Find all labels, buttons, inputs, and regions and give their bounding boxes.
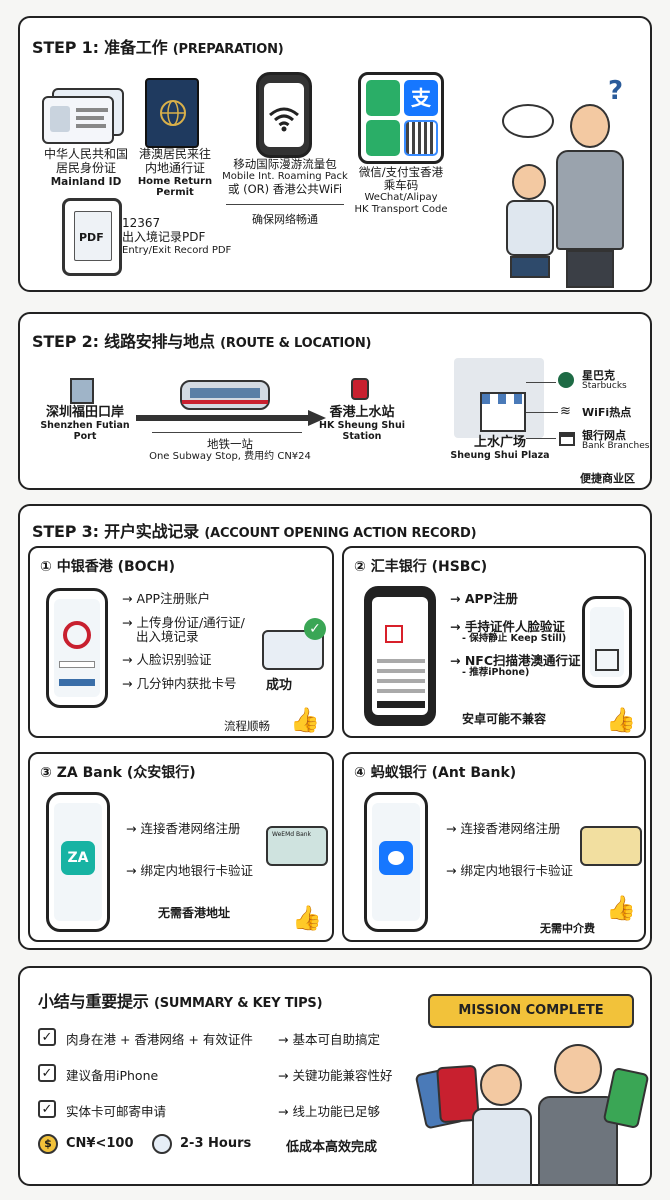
ant-note: 无需中介费 [540,922,595,935]
boch-success: 成功 [266,678,293,693]
station-icon [351,378,369,400]
qr-code-icon [404,120,438,156]
hsbc-logo-icon [385,625,403,643]
summary-item-1: ✓ 肉身在港 + 香港网络 + 有效证件 → 基本可自助搞定 [38,1028,418,1050]
summary-item-3: ✓ 实体卡可邮寄申请 → 线上功能已足够 [38,1100,418,1122]
za-step-1: → 连接香港网络注册 [126,821,241,836]
coin-icon: $ [38,1134,58,1154]
boch-steps: → APP注册账户 → 上传身份证/通行证/ 出入境记录 → 人脸识别验证 → … [122,591,245,691]
hsbc-note: 安卓可能不兼容 [462,712,547,726]
checkbox-icon: ✓ [38,1064,56,1082]
route-arrow [136,410,326,426]
step1-panel: STEP 1: 准备工作 (PREPARATION) 中华人民共和国 居民身份证… [18,16,652,292]
za-bank-card-icon: WeEMd Bank [266,826,328,866]
ant-logo-icon [379,841,413,875]
amenity-starbucks: 星巴克 Starbucks [582,369,627,392]
summary-item-2: ✓ 建议备用iPhone → 关键功能兼容性好 [38,1064,418,1086]
question-mark-icon: ? [608,76,624,106]
za-thumbs-up-icon: 👍 [292,904,322,932]
father-son-illustration: ? [490,76,640,290]
father-head [554,1044,602,1094]
wifi-icon [269,107,299,132]
route-label: 地铁一站 One Subway Stop, 费用约 CN¥24 [149,437,311,463]
summary-title: 小结与重要提示 (SUMMARY & KEY TIPS) [38,992,323,1011]
from-label: 深圳福田口岸 Shenzhen Futian Port [40,405,130,442]
step1-title: STEP 1: 准备工作 (PREPARATION) [32,38,284,57]
hsbc-thumbs-up-icon: 👍 [606,706,636,734]
father-head [570,104,610,148]
ant-title: ④ 蚂蚁银行 (Ant Bank) [354,765,517,781]
thumbs-up-icon: 👍 [290,706,320,734]
son-head [480,1064,522,1106]
checkbox-icon: ✓ [38,1028,56,1046]
wallet-phone-icon: 支 [358,72,444,164]
hsbc-scan-phone [582,596,632,688]
amenity-wifi: WiFi热点 [582,406,632,419]
ant-step-1: → 连接香港网络注册 [446,821,561,836]
step2-title: STEP 2: 线路安排与地点 (ROUTE & LOCATION) [32,332,372,351]
checkbox-icon: ✓ [38,1100,56,1118]
wallet-label: 微信/支付宝香港 乘车码 WeChat/Alipay HK Transport … [354,165,448,215]
id-card-icon [42,88,128,146]
za-logo-icon: ZA [61,841,95,875]
boch-title: ① 中银香港 (BOCH) [40,559,175,575]
za-note: 无需香港地址 [158,906,231,920]
celebration-illustration [414,1036,650,1186]
storefront-icon [480,392,526,432]
step3-panel: STEP 3: 开户实战记录 (ACCOUNT OPENING ACTION R… [18,504,652,950]
plaza-label: 上水广场 Sheung Shui Plaza [450,435,550,461]
hsbc-phone [364,586,436,726]
boch-phone [46,588,108,708]
transport-icon [366,120,400,156]
wechat-icon [366,80,400,116]
hsbc-card: ② 汇丰银行 (HSBC) → APP注册 → 手持证件人脸验证 - 保持静止 … [342,546,646,738]
pdf-tablet-icon: PDF [62,198,122,276]
hsbc-title: ② 汇丰银行 (HSBC) [354,559,488,575]
son-body [472,1108,532,1186]
ant-step-2: → 绑定内地银行卡验证 [446,863,573,878]
train-icon [180,380,270,410]
za-step-2: → 绑定内地银行卡验证 [126,863,253,878]
permit-icon [145,78,199,148]
mission-complete-banner: MISSION COMPLETE [428,994,634,1028]
ant-bank-card-icon [580,826,642,866]
son-head [512,164,546,200]
summary-verdict: 低成本高效完成 [286,1140,378,1155]
za-title: ③ ZA Bank (众安银行) [40,765,196,781]
building-icon [70,378,94,404]
alipay-icon: 支 [404,80,438,116]
wifi-small-icon: ≋ [560,404,571,419]
amenity-bank: 银行网点 Bank Branches [582,429,650,452]
boch-card: ① 中银香港 (BOCH) → APP注册账户 → 上传身份证/通行证/ 出入境… [28,546,334,738]
ant-thumbs-up-icon: 👍 [606,894,636,922]
summary-cost: CN¥<100 [66,1136,134,1151]
father-body [556,150,624,250]
bank-icon [559,432,575,446]
to-label: 香港上水站 HK Sheung Shui Station [319,405,405,442]
id-card-label: 中华人民共和国 居民身份证 Mainland ID [43,147,128,188]
step2-panel: STEP 2: 线路安排与地点 (ROUTE & LOCATION) 深圳福田口… [18,312,652,490]
permit-label: 港澳居民来往 内地通行证 Home Return Permit [137,147,213,199]
thought-bubble [502,104,554,138]
summary-time: 2-3 Hours [180,1136,252,1151]
pdf-label: 12367 出入境记录PDF Entry/Exit Record PDF [122,216,232,256]
clock-icon [152,1134,172,1154]
boch-logo-icon [63,621,91,649]
ant-phone [364,792,428,932]
business-note: 便捷商业区 [580,472,635,485]
son-body [506,200,554,256]
success-check-icon: ✓ [304,618,326,640]
roaming-label: 移动国际漫游流量包 Mobile Int. Roaming Pack 或 (OR… [222,157,348,196]
starbucks-icon [558,372,574,388]
ant-card: ④ 蚂蚁银行 (Ant Bank) → 连接香港网络注册 → 绑定内地银行卡验证… [342,752,646,942]
za-phone: ZA [46,792,110,932]
roaming-note: 确保网络畅通 [252,213,318,226]
za-card: ③ ZA Bank (众安银行) ZA → 连接香港网络注册 → 绑定内地银行卡… [28,752,334,942]
boch-note: 流程顺畅 [224,719,270,733]
summary-panel: 小结与重要提示 (SUMMARY & KEY TIPS) ✓ 肉身在港 + 香港… [18,966,652,1186]
step3-title: STEP 3: 开户实战记录 (ACCOUNT OPENING ACTION R… [32,522,477,541]
hsbc-steps: → APP注册 → 手持证件人脸验证 - 保持静止 Keep Still) → … [450,591,581,678]
wifi-phone-icon [256,72,312,158]
